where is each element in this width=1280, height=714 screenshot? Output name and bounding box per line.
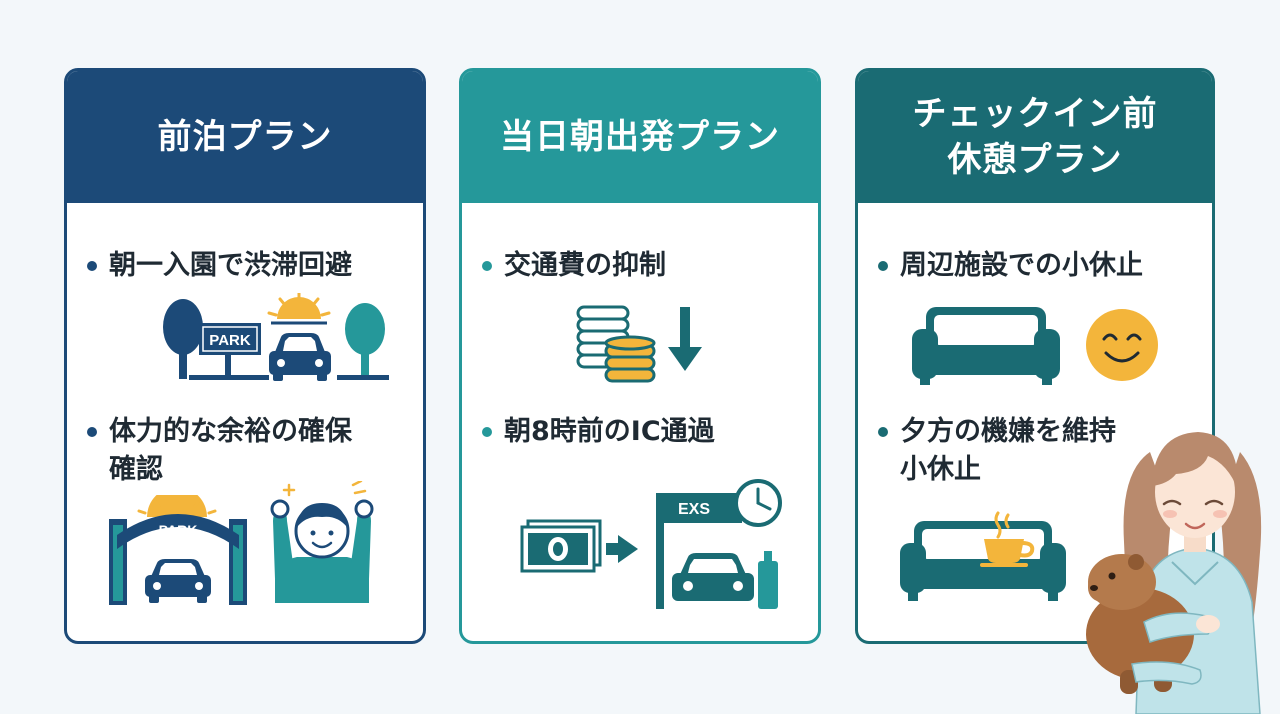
bullet-text: 交通費の抑制	[504, 250, 666, 281]
sofa-icon	[912, 307, 1060, 385]
toll-gate-illustration: EXS	[520, 479, 782, 609]
bullet-text: 体力的な余裕の確保	[109, 416, 352, 447]
bullet-dot	[482, 427, 492, 437]
banknote-icon	[520, 519, 602, 573]
sofa-icon	[900, 521, 1066, 601]
bullet-dot	[482, 261, 492, 271]
cheering-person-icon	[270, 481, 374, 603]
coffee-cup-icon	[980, 511, 1035, 567]
tree-icon	[163, 299, 203, 379]
card-body: 朝一入園で渋滞回避 PARK	[67, 203, 423, 641]
car-icon	[145, 559, 211, 603]
bullet-item: 夕方の機嫌を維持 小休止	[878, 413, 1116, 489]
bullet-dot	[878, 261, 888, 271]
bullet-dot	[878, 427, 888, 437]
coin-savings-illustration	[576, 305, 702, 383]
park-gate-icon: PARK	[109, 495, 247, 605]
down-arrow-icon	[668, 307, 702, 371]
park-sign-icon: PARK	[189, 323, 269, 380]
bullet-item: 周辺施設での小休止	[878, 247, 1143, 285]
clock-icon	[734, 479, 782, 527]
park-scene-illustration: PARK	[163, 293, 389, 381]
coin-stack-icon	[576, 305, 656, 383]
card-header: 前泊プラン	[67, 71, 423, 203]
card-title-line: チェックイン前	[912, 94, 1158, 134]
bullet-text: 周辺施設での小休止	[900, 250, 1143, 281]
card-title: 前泊プラン	[157, 117, 333, 157]
bullet-text: 確認	[109, 454, 163, 485]
bullet-dot	[87, 261, 97, 271]
bullet-text: 朝一入園で渋滞回避	[109, 250, 352, 281]
bullet-item: 体力的な余裕の確保 確認	[87, 413, 352, 489]
bullet-item: 朝一入園で渋滞回避	[87, 247, 352, 285]
park-sign-text: PARK	[209, 332, 251, 349]
bullet-dot	[87, 427, 97, 437]
bullet-item: 朝8時前のIC通過	[482, 413, 715, 451]
toll-gate-icon: EXS	[656, 493, 778, 609]
card-title-line: 休憩プラン	[947, 140, 1123, 180]
card-pre-stay-plan: 前泊プラン 朝一入園で渋滞回避 PARK	[64, 68, 426, 644]
sunrise-icon	[267, 293, 331, 325]
bullet-text: 夕方の機嫌を維持	[900, 416, 1116, 447]
tree-icon	[337, 303, 389, 380]
toll-gate-text: EXS	[678, 501, 710, 518]
smiley-icon	[1086, 309, 1158, 381]
bullet-item: 交通費の抑制	[482, 247, 666, 285]
card-header: チェックイン前 休憩プラン	[858, 71, 1212, 203]
bullet-text: 小休止	[900, 454, 981, 485]
card-same-day-plan: 当日朝出発プラン 交通費の抑制	[459, 68, 821, 644]
park-gate-text: PARK	[159, 522, 198, 538]
card-header: 当日朝出発プラン	[462, 71, 818, 203]
right-arrow-icon	[606, 535, 638, 563]
car-icon	[672, 553, 754, 601]
sofa-with-coffee-illustration	[900, 511, 1066, 601]
woman-holding-capybara-icon	[1086, 432, 1262, 714]
card-body: 周辺施設での小休止 夕方の機嫌を維持 小休止	[858, 203, 1212, 641]
capybara-icon	[1086, 554, 1194, 694]
car-icon	[269, 333, 331, 381]
card-title: 当日朝出発プラン	[500, 117, 780, 157]
bullet-text: 朝8時前のIC通過	[504, 416, 715, 447]
card-body: 交通費の抑制	[462, 203, 818, 641]
